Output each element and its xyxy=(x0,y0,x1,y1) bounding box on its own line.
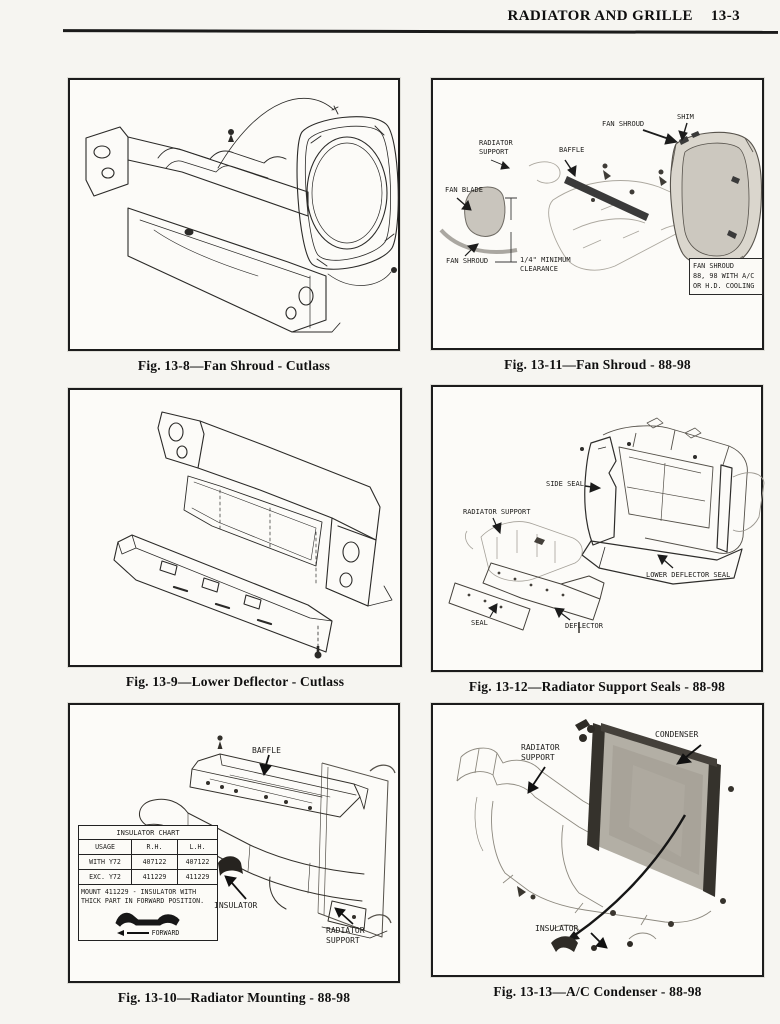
label-radiator-support: RADIATOR SUPPORT xyxy=(463,508,531,516)
shim-shapes xyxy=(679,131,740,239)
forward-label: FORWARD xyxy=(151,928,180,937)
label-lower-deflector-seal: LOWER DEFLECTOR SEAL xyxy=(646,571,731,579)
cell-usage: WITH Y72 xyxy=(79,855,132,869)
ac-condenser-drawing xyxy=(456,719,734,952)
label-arrows xyxy=(456,122,688,257)
label-clearance: 1/4" MINIMUM CLEARANCE xyxy=(520,256,571,273)
page-header: RADIATOR AND GRILLE 13-3 xyxy=(507,8,740,25)
insulator-chart-title: INSULATOR CHART xyxy=(79,826,217,840)
screw-glyphs xyxy=(591,163,667,202)
figure-13-8: Fig. 13-8—Fan Shroud - Cutlass xyxy=(68,78,400,374)
label-radiator-support: RADIATOR SUPPORT xyxy=(521,743,560,762)
figure-13-10-frame: INSULATOR CHART USAGE R.H. L.H. WITH Y72… xyxy=(68,703,400,983)
label-condenser: CONDENSER xyxy=(655,730,699,739)
label-deflector: DEFLECTOR xyxy=(565,622,603,630)
label-fan-shroud-top: FAN SHROUD xyxy=(602,120,645,128)
insulator-shape xyxy=(218,856,243,876)
label-shim: SHIM xyxy=(677,113,694,121)
figure-13-11-caption: Fig. 13-11—Fan Shroud - 88-98 xyxy=(504,357,691,372)
fan-blade-shape xyxy=(464,186,506,237)
insulator-chart-note: MOUNT 411229 - INSULATOR WITH THICK PART… xyxy=(81,888,205,905)
label-seal: SEAL xyxy=(471,619,488,627)
radiator-mounting-drawing xyxy=(139,735,396,939)
figure-13-10-caption: Fig. 13-10—Radiator Mounting - 88-98 xyxy=(117,990,351,1005)
figure-13-8-frame xyxy=(68,78,400,351)
col-lh: L.H. xyxy=(189,843,206,851)
page-title: RADIATOR AND GRILLE xyxy=(507,8,693,24)
cell-rh: 411229 xyxy=(132,870,178,884)
fan-shroud-note-box: FAN SHROUD 88, 98 WITH A/C OR H.D. COOLI… xyxy=(689,258,763,295)
label-arrows xyxy=(224,754,354,925)
figure-13-9: Fig. 13-9—Lower Deflector - Cutlass xyxy=(68,388,402,690)
screw-glyphs xyxy=(184,129,234,236)
figure-13-9-frame xyxy=(68,388,402,667)
cell-lh: 407122 xyxy=(185,858,210,866)
fan-shroud-main-shape xyxy=(669,131,762,268)
clearance-dimension xyxy=(495,197,517,263)
label-arrows xyxy=(488,482,674,621)
figure-13-12: SIDE SEAL RADIATOR SUPPORT LOWER DEFLECT… xyxy=(431,385,765,695)
figure-13-12-frame: SIDE SEAL RADIATOR SUPPORT LOWER DEFLECT… xyxy=(431,385,765,672)
table-row: EXC. Y72 411229 411229 xyxy=(79,870,217,885)
label-radiator-support: RADIATOR SUPPORT xyxy=(326,926,365,945)
cell-lh: 411229 xyxy=(185,873,210,881)
cell-rh: 407122 xyxy=(132,855,178,869)
fan-shroud-88-98-drawing xyxy=(439,122,762,271)
insulator-chart-header-row: USAGE R.H. L.H. xyxy=(79,840,217,855)
insulator-silhouette xyxy=(115,912,180,927)
label-fan-blade: FAN BLADE xyxy=(445,186,483,194)
header-rule xyxy=(62,29,779,34)
leader-line xyxy=(574,814,687,936)
col-usage: USAGE xyxy=(79,840,132,854)
lower-deflector-cutlass-drawing xyxy=(113,411,393,659)
label-baffle: BAFFLE xyxy=(559,146,585,154)
insulator-chart: INSULATOR CHART USAGE R.H. L.H. WITH Y72… xyxy=(78,825,218,941)
label-arrows xyxy=(527,744,702,949)
figure-13-13: CONDENSER RADIATOR SUPPORT INSULATOR Fig… xyxy=(431,703,764,1000)
cell-usage: EXC. Y72 xyxy=(79,870,132,884)
figure-13-8-caption: Fig. 13-8—Fan Shroud - Cutlass xyxy=(137,358,331,373)
forward-arrow-line xyxy=(126,931,149,934)
baffle-shape xyxy=(564,176,649,221)
col-rh: R.H. xyxy=(132,840,178,854)
label-insulator: INSULATOR xyxy=(535,924,579,933)
figure-13-12-caption: Fig. 13-12—Radiator Support Seals - 88-9… xyxy=(468,679,726,694)
page-number: 13-3 xyxy=(710,8,740,24)
figure-13-11: FAN SHROUD SHIM RADIATOR SUPPORT BAFFLE … xyxy=(431,78,764,373)
figure-13-11-frame: FAN SHROUD SHIM RADIATOR SUPPORT BAFFLE … xyxy=(431,78,764,350)
figure-13-13-caption: Fig. 13-13—A/C Condenser - 88-98 xyxy=(493,984,702,999)
condenser-shape xyxy=(575,719,734,904)
fan-shroud-cutlass-drawing xyxy=(85,97,399,333)
label-side-seal: SIDE SEAL xyxy=(546,480,584,488)
label-insulator: INSULATOR xyxy=(214,901,258,910)
label-baffle: BAFFLE xyxy=(252,746,281,755)
forward-arrow-icon xyxy=(116,929,124,936)
table-row: WITH Y72 407122 407122 xyxy=(79,855,217,870)
figure-13-13-frame: CONDENSER RADIATOR SUPPORT INSULATOR xyxy=(431,703,764,977)
forward-indicator: FORWARD xyxy=(79,928,217,940)
radiator-support-seals-drawing xyxy=(448,417,765,633)
figure-13-10: INSULATOR CHART USAGE R.H. L.H. WITH Y72… xyxy=(68,703,400,1006)
figure-13-9-caption: Fig. 13-9—Lower Deflector - Cutlass xyxy=(125,674,345,689)
label-radiator-support: RADIATOR SUPPORT xyxy=(479,139,513,156)
label-fan-shroud-bottom: FAN SHROUD xyxy=(446,257,489,265)
insulator-shapes xyxy=(551,936,633,952)
